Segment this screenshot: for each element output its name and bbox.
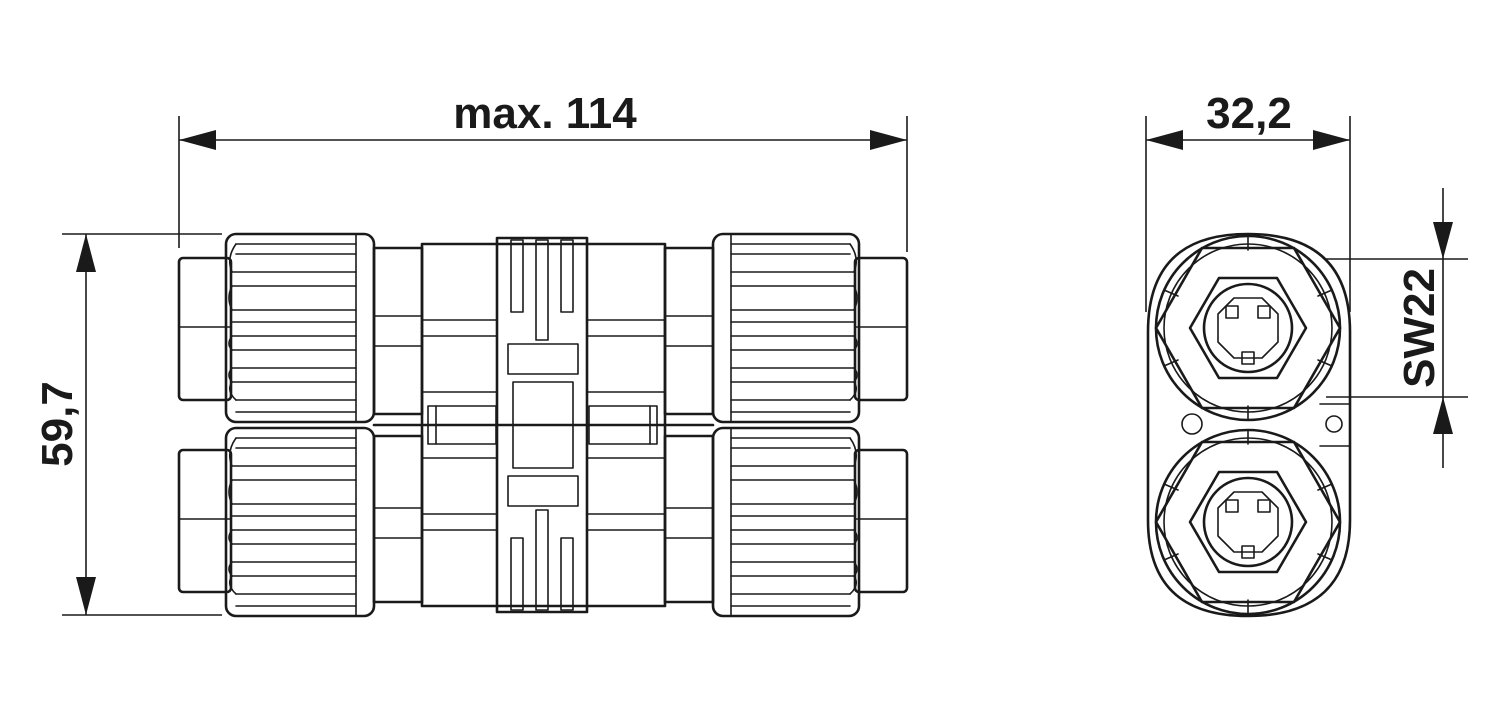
dimension-height: 59,7 [33,233,222,616]
arrowhead [1313,130,1350,150]
height-label: 59,7 [33,381,82,467]
right-nuts [711,232,861,618]
front-nut-bottom [1154,428,1342,616]
front-nut-top [1154,234,1342,422]
arrowhead [76,577,96,615]
arrowhead [76,234,96,272]
dimension-width: 32,2 [1145,89,1351,312]
side-view [177,232,909,618]
dimension-length: max. 114 [178,89,908,252]
right-cable-ends [853,256,909,594]
arrowhead [870,130,907,150]
width-label: 32,2 [1206,89,1292,138]
side-necks [372,246,715,604]
arrowhead [1433,222,1453,259]
arrowhead [1433,397,1453,434]
dimension-wrench: SW22 [1326,188,1468,468]
left-cable-ends [177,256,233,594]
front-view [1146,232,1352,618]
length-label: max. 114 [453,89,637,138]
arrowhead [179,130,216,150]
arrowhead [1146,130,1183,150]
left-nuts [224,232,376,618]
wrench-size-label: SW22 [1395,268,1444,388]
front-outline [1146,232,1352,618]
